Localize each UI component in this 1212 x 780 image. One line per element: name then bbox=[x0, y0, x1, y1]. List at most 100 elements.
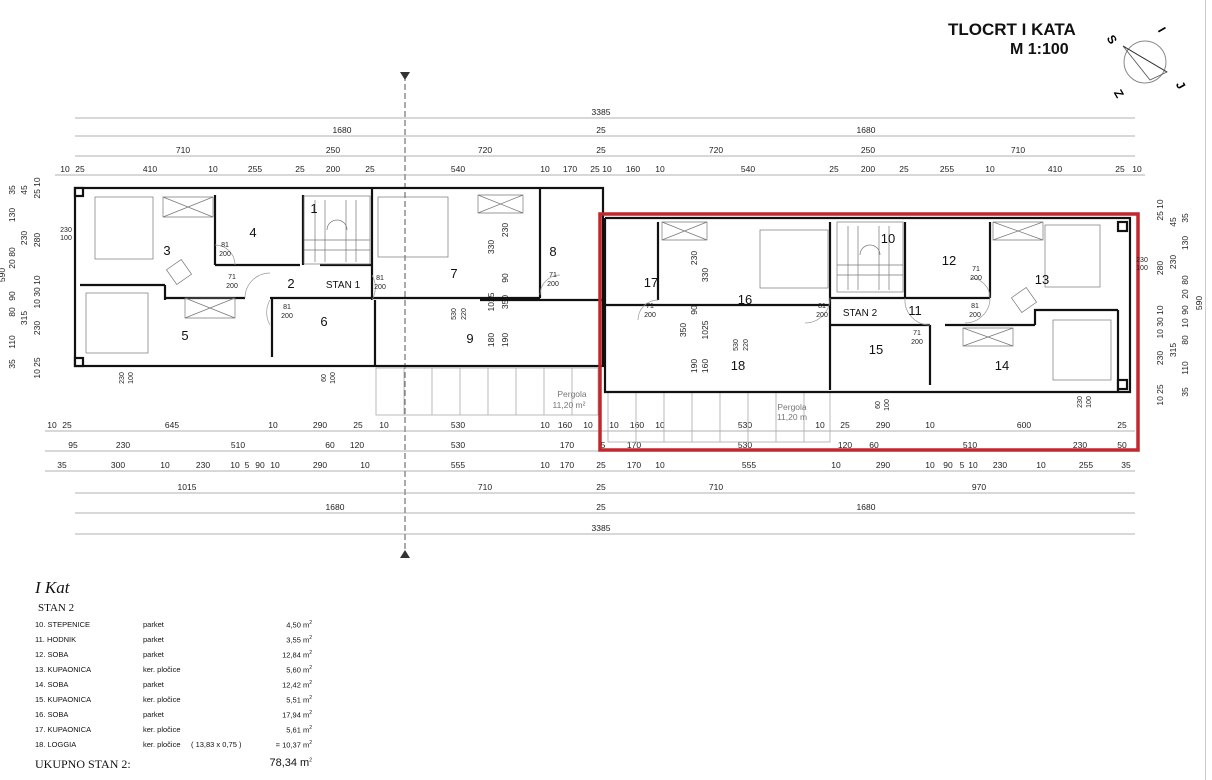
staircase-stan-1 bbox=[303, 195, 371, 265]
legend-total-row: UKUPNO STAN 2: 78,34 m2 bbox=[35, 757, 325, 775]
dimension-label: 120 bbox=[350, 440, 364, 450]
dimension-label: 255 bbox=[248, 164, 262, 174]
area-unit: m bbox=[302, 740, 310, 750]
room-name: 16. SOBA bbox=[35, 710, 69, 719]
room-number-9: 9 bbox=[466, 331, 473, 346]
dimension-label: 315 bbox=[1168, 343, 1178, 357]
dimension-label: 20 bbox=[1180, 289, 1190, 299]
dimension-label: 25 bbox=[1117, 420, 1127, 430]
door-width-label: 81 bbox=[221, 242, 229, 249]
dimension-label: 10 bbox=[925, 420, 935, 430]
room-name: 10. STEPENICE bbox=[35, 620, 91, 629]
room-material: parket bbox=[143, 680, 164, 689]
dimension-label: 80 bbox=[7, 307, 17, 317]
dimension-label: 710 bbox=[478, 482, 492, 492]
dimension-label: 160 bbox=[626, 164, 640, 174]
dimension-label: 10 bbox=[540, 460, 550, 470]
room-material: parket bbox=[143, 635, 164, 644]
pergola-label-left: Pergola bbox=[557, 389, 587, 399]
dimension-label: 10 bbox=[540, 420, 550, 430]
dimension-label: 90 bbox=[689, 305, 699, 315]
dimension-label: 230 bbox=[1168, 255, 1178, 269]
dimension-label: 60 bbox=[325, 440, 335, 450]
dimension-label: 410 bbox=[143, 164, 157, 174]
dimension-label: 10 bbox=[815, 420, 825, 430]
dimension-label: 25 bbox=[596, 145, 606, 155]
dimension-label: 170 bbox=[560, 440, 574, 450]
dimension-label: 230 bbox=[116, 440, 130, 450]
dimension-label: 530 bbox=[738, 440, 752, 450]
dimension-label: 25 10 bbox=[1155, 199, 1165, 221]
dimension-label: 1680 bbox=[857, 502, 876, 512]
dimension-label: 600 bbox=[1017, 420, 1031, 430]
dimension-lines bbox=[45, 117, 1145, 535]
dimension-label: 35 bbox=[7, 359, 17, 369]
area-unit: m bbox=[302, 635, 310, 645]
dimension-label: 530 bbox=[733, 339, 740, 351]
dimension-label: 200 bbox=[326, 164, 340, 174]
dimension-label: 10 bbox=[609, 420, 619, 430]
room-material: ker. pločice bbox=[143, 695, 181, 704]
stan-2-highlight-frame bbox=[598, 212, 1140, 452]
room-area: 5,60 m2 bbox=[286, 665, 312, 675]
dimension-label: 35 bbox=[1180, 213, 1190, 223]
dimension-label: 220 bbox=[743, 339, 750, 351]
window-width-label: 230 bbox=[1136, 257, 1148, 264]
dimension-label: 80 bbox=[7, 247, 17, 257]
dimension-label: 170 bbox=[627, 460, 641, 470]
door-height-label: 200 bbox=[644, 312, 656, 319]
dimension-label: 25 bbox=[353, 420, 363, 430]
room-number-3: 3 bbox=[163, 243, 170, 258]
dimension-label: 35 bbox=[7, 185, 17, 195]
room-number-10: 10 bbox=[881, 231, 895, 246]
window-height-label: 100 bbox=[884, 399, 891, 411]
pergola-left bbox=[375, 367, 599, 416]
unit-label-stan-1: STAN 1 bbox=[326, 280, 361, 291]
dimension-label: 1680 bbox=[857, 125, 876, 135]
total-label: UKUPNO STAN 2: bbox=[35, 757, 131, 771]
dimension-label: 290 bbox=[876, 420, 890, 430]
dimension-label: 110 bbox=[7, 335, 17, 349]
bed bbox=[1052, 319, 1112, 381]
area-unit: m bbox=[302, 680, 310, 690]
area-unit: m bbox=[302, 650, 310, 660]
window-height-label: 100 bbox=[60, 235, 72, 242]
north-arrow-compass-icon bbox=[1122, 40, 1168, 84]
dimension-label: 3385 bbox=[592, 107, 611, 117]
dimension-label: 5 bbox=[601, 440, 606, 450]
room-number-15: 15 bbox=[869, 342, 883, 357]
dimension-label: 10 bbox=[47, 420, 57, 430]
room-name: 11. HODNIK bbox=[35, 635, 77, 644]
dimension-label: 45 bbox=[1168, 217, 1178, 227]
dimension-label: 25 bbox=[596, 482, 606, 492]
compass-label-s: S bbox=[1104, 33, 1120, 47]
dimension-label: 25 bbox=[829, 164, 839, 174]
room-number-13: 13 bbox=[1035, 272, 1049, 287]
dimension-label: 90 bbox=[943, 460, 953, 470]
dimension-label: 255 bbox=[940, 164, 954, 174]
dimension-label: 10 bbox=[925, 460, 935, 470]
window-height-label: 100 bbox=[330, 372, 337, 384]
dimension-label: 90 bbox=[255, 460, 265, 470]
area-unit: m bbox=[300, 757, 310, 769]
legend-row: 10. STEPENICE parket 4,50 m2 bbox=[35, 620, 325, 635]
room-area-value: 5,61 bbox=[286, 725, 301, 735]
door-width-label: 81 bbox=[283, 304, 291, 311]
room-area: 4,50 m2 bbox=[286, 620, 312, 630]
dimension-label: 160 bbox=[700, 359, 710, 373]
dimension-label: 25 bbox=[1115, 164, 1125, 174]
dimension-label: 110 bbox=[1180, 361, 1190, 375]
dimension-label: 90 bbox=[7, 291, 17, 301]
room-material: parket bbox=[143, 620, 164, 629]
dimension-label: 10 bbox=[270, 460, 280, 470]
room-area: 12,42 m2 bbox=[282, 680, 312, 690]
dimension-label: 35 bbox=[57, 460, 67, 470]
dimension-label: 10 bbox=[230, 460, 240, 470]
unit-label-stan-2: STAN 2 bbox=[843, 308, 878, 319]
dimension-label: 300 bbox=[111, 460, 125, 470]
dimension-label: 645 bbox=[165, 420, 179, 430]
dimension-label: 170 bbox=[560, 460, 574, 470]
